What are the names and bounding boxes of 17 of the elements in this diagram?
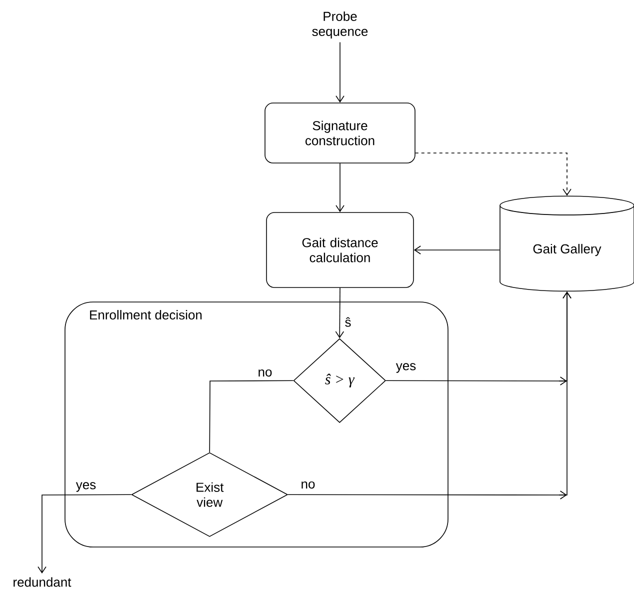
edge-label: no <box>299 480 317 490</box>
bare-text: redundant <box>14 577 72 587</box>
arrow <box>415 152 572 196</box>
edge-label: yes <box>74 480 98 494</box>
arrow <box>335 288 344 338</box>
arrow <box>288 292 572 500</box>
arrow <box>336 163 344 212</box>
edge-label: no <box>256 368 274 378</box>
arrow <box>336 42 344 103</box>
process-box: Gait distance calculation <box>266 212 414 288</box>
bare-text: Probe sequence <box>312 11 368 39</box>
edge-label: yes <box>394 362 418 374</box>
arrow <box>414 246 500 254</box>
arrow <box>38 494 132 574</box>
process-box: Signature construction <box>264 102 416 164</box>
database-cylinder: Gait Gallery <box>500 196 634 292</box>
edge-label: ŝ <box>343 316 353 328</box>
